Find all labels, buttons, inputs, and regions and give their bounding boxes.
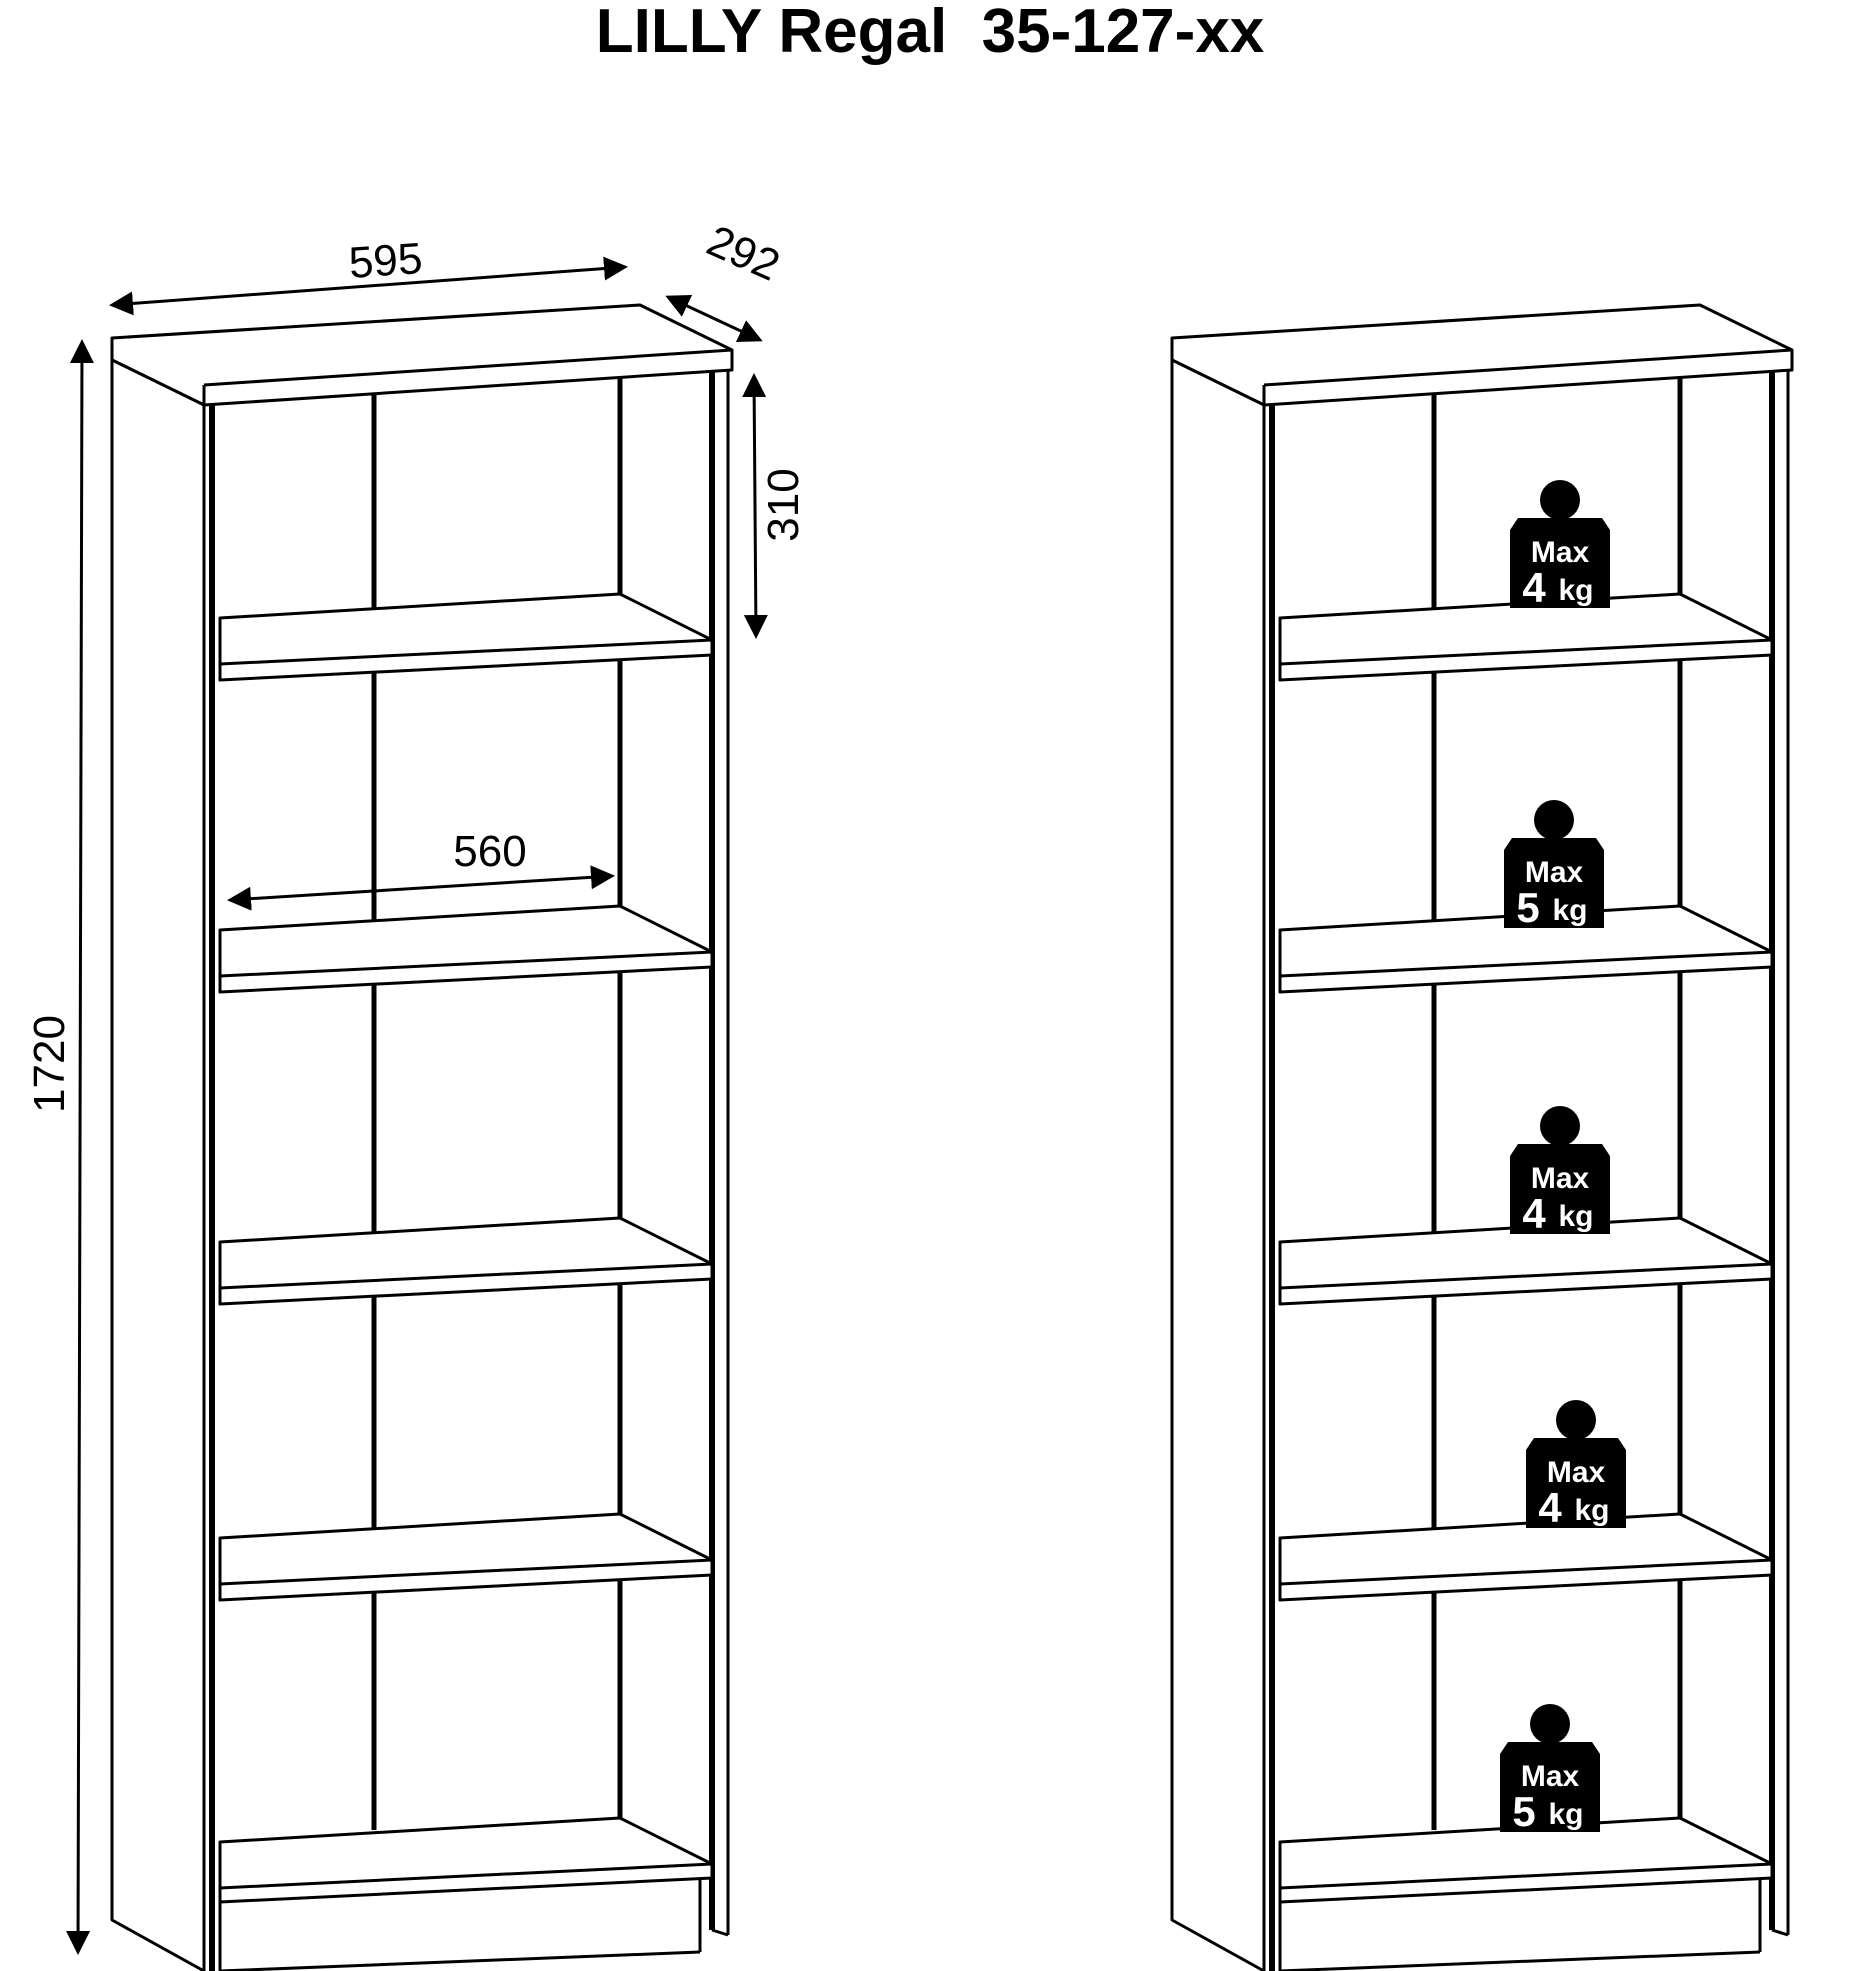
load-unit: kg — [1552, 894, 1587, 927]
load-max-label: Max — [1531, 1162, 1590, 1195]
dimension-width-label: 595 — [347, 234, 424, 288]
load-value: 4 — [1522, 564, 1546, 611]
dimension-width: 595 — [109, 234, 628, 316]
page-title: LILLY Regal 35-127-xx — [595, 0, 1265, 66]
load-unit: kg — [1548, 1798, 1583, 1831]
load-unit: kg — [1574, 1494, 1609, 1527]
load-value: 5 — [1512, 1788, 1535, 1835]
dimension-inner-width-label: 560 — [453, 827, 526, 876]
load-value: 4 — [1522, 1190, 1546, 1237]
load-unit: kg — [1558, 574, 1593, 607]
load-value: 5 — [1516, 884, 1539, 931]
dimension-shelf-height-label: 310 — [759, 468, 808, 541]
load-max-label: Max — [1531, 536, 1590, 569]
dimension-height-label: 1720 — [25, 1015, 74, 1113]
load-max-label: Max — [1525, 856, 1584, 889]
dimension-depth-label: 292 — [700, 216, 787, 291]
shelf-left — [112, 305, 732, 1971]
dimension-shelf-height: 310 — [742, 373, 808, 639]
dimension-depth: 292 — [665, 216, 787, 342]
load-max-label: Max — [1547, 1456, 1606, 1489]
load-unit: kg — [1558, 1200, 1593, 1233]
dimension-height: 1720 — [25, 339, 94, 1955]
load-max-label: Max — [1521, 1760, 1580, 1793]
dimension-inner-width: 560 — [227, 827, 615, 911]
load-value: 4 — [1538, 1484, 1562, 1531]
